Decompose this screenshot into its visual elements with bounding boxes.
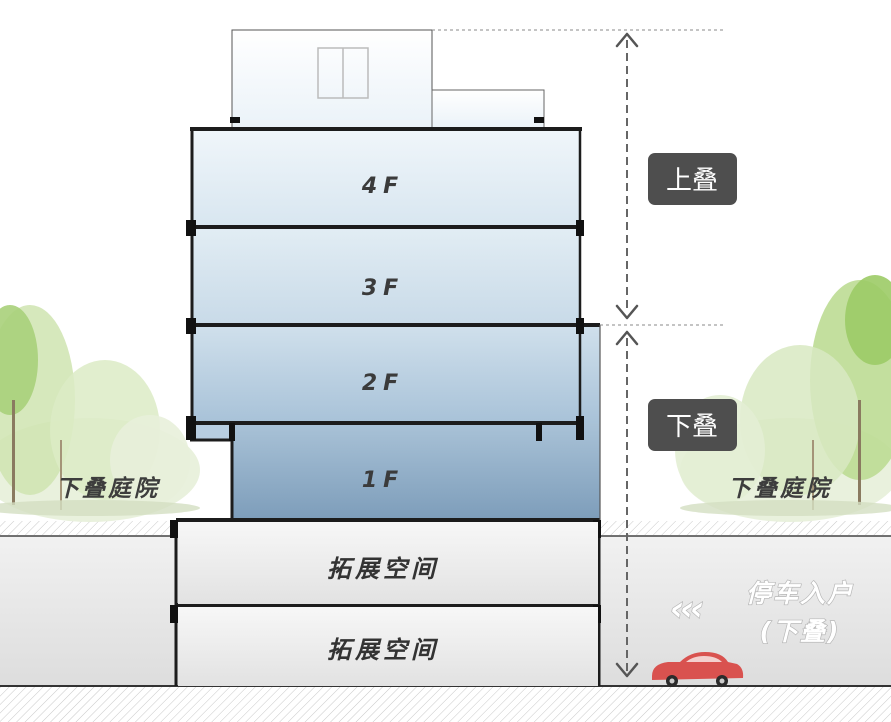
slabs: [176, 127, 600, 607]
floor-4-volume: [192, 129, 580, 227]
tag-upper-stack: 上叠: [648, 153, 737, 205]
dimension-arrowheads: [615, 32, 639, 678]
trees-left: [0, 305, 200, 522]
floor-1-volume: [232, 423, 600, 520]
foundation-hatch: [0, 686, 891, 722]
basement-room-upper: [178, 522, 598, 604]
car-icon: [652, 652, 744, 687]
parking-label-line2: (下叠): [760, 617, 841, 646]
floor-2-volume: [192, 325, 600, 423]
tag-lower-stack-label: 下叠: [666, 412, 718, 442]
courtyard-label-right: 下叠庭院: [728, 475, 833, 502]
parking-arrows: ‹‹‹: [670, 589, 703, 629]
floor-label-1f: 1F: [362, 468, 404, 493]
walls: [170, 129, 601, 686]
ground-hatch-right: [600, 521, 891, 535]
parking-label-line1: 停车入户: [746, 579, 854, 608]
tag-lower-stack: 下叠: [648, 399, 737, 451]
floor-2-cantilever: [192, 423, 232, 440]
tag-upper-stack-label: 上叠: [666, 166, 718, 196]
floor-3-volume: [192, 227, 580, 325]
floor-label-4f: 4F: [361, 174, 404, 199]
floor-label-3f: 3F: [362, 276, 404, 301]
ground-hatch-left: [0, 521, 176, 535]
basement-label-lower: 拓展空间: [327, 636, 439, 664]
courtyard-label-left: 下叠庭院: [56, 475, 161, 502]
basement-room-lower: [178, 607, 598, 686]
dimension-lines: [432, 29, 725, 672]
basement-label-upper: 拓展空间: [327, 555, 439, 583]
roof-volume: [230, 29, 545, 131]
floor-label-2f: 2F: [362, 371, 404, 396]
